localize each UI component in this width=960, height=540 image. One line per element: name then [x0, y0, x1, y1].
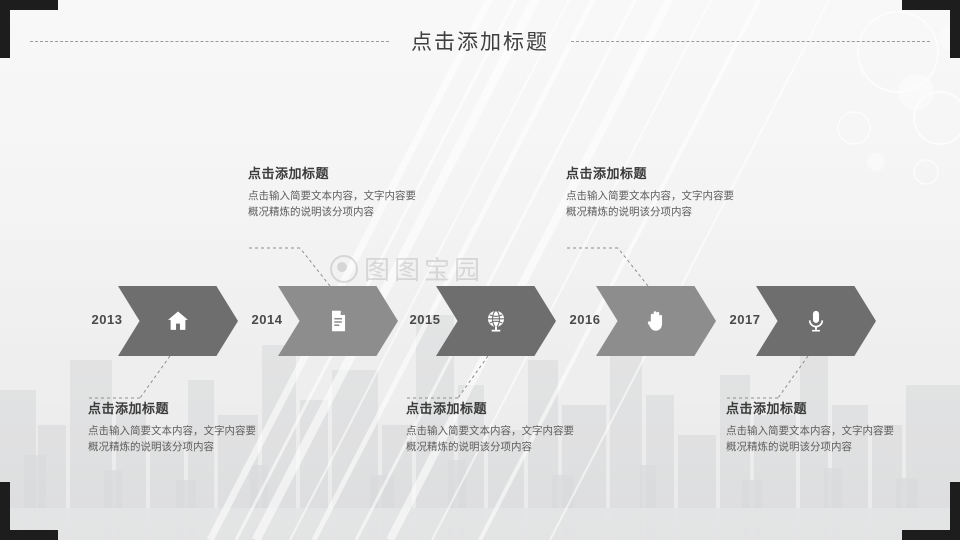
corner-mark-bottom-right-horizontal: [902, 530, 960, 540]
slide-title-row: 点击添加标题: [0, 24, 960, 58]
home-icon: [168, 311, 188, 330]
callout-body: 点击输入简要文本内容，文字内容要概况精炼的说明该分项内容: [726, 425, 894, 454]
callout-2013: 点击添加标题 点击输入简要文本内容，文字内容要概况精炼的说明该分项内容: [88, 398, 256, 456]
corner-mark-bottom-left-vertical: [0, 482, 10, 540]
timeline-year-2013: 2013: [91, 312, 123, 327]
hand-icon: [647, 311, 663, 331]
timeline-year-2016: 2016: [569, 312, 601, 327]
title-rule-right: [571, 40, 930, 42]
callout-heading: 点击添加标题: [88, 401, 170, 416]
title-rule-left: [30, 40, 389, 42]
corner-mark-top-right-vertical: [950, 0, 960, 58]
timeline-year-2017: 2017: [729, 312, 761, 327]
callout-2016: 点击添加标题 点击输入简要文本内容，文字内容要概况精炼的说明该分项内容: [566, 163, 734, 221]
corner-mark-bottom-right-vertical: [950, 482, 960, 540]
callout-2014: 点击添加标题 点击输入简要文本内容，文字内容要概况精炼的说明该分项内容: [248, 163, 416, 221]
corner-mark-bottom-left-horizontal: [0, 530, 58, 540]
timeline-year-2014: 2014: [251, 312, 283, 327]
corner-mark-top-left-horizontal: [0, 0, 58, 10]
callout-body: 点击输入简要文本内容，文字内容要概况精炼的说明该分项内容: [566, 190, 734, 219]
globe-icon: [487, 310, 505, 332]
timeline-chevron-2017[interactable]: [756, 286, 876, 356]
callout-2015: 点击添加标题 点击输入简要文本内容，文字内容要概况精炼的说明该分项内容: [406, 398, 574, 456]
callout-body: 点击输入简要文本内容，文字内容要概况精炼的说明该分项内容: [406, 425, 574, 454]
timeline-chevron-2015[interactable]: [436, 286, 556, 356]
timeline-chevron-2016[interactable]: [596, 286, 716, 356]
timeline-band: 2013 2014 2015: [0, 286, 960, 356]
callout-heading: 点击添加标题: [406, 401, 488, 416]
document-icon: [332, 310, 346, 332]
callout-heading: 点击添加标题: [248, 166, 330, 181]
watermark-logo-icon: [330, 255, 358, 283]
timeline-year-2015: 2015: [409, 312, 441, 327]
timeline-chevron-2013[interactable]: [118, 286, 238, 356]
callout-body: 点击输入简要文本内容，文字内容要概况精炼的说明该分项内容: [88, 425, 256, 454]
page-title: 点击添加标题: [411, 31, 549, 54]
microphone-icon: [808, 310, 824, 332]
watermark-text: 图图宝园: [364, 255, 485, 285]
callout-2017: 点击添加标题 点击输入简要文本内容，文字内容要概况精炼的说明该分项内容: [726, 398, 894, 456]
timeline-chevron-2014[interactable]: [278, 286, 398, 356]
callout-heading: 点击添加标题: [726, 401, 808, 416]
corner-mark-top-left-vertical: [0, 0, 10, 58]
corner-mark-top-right-horizontal: [902, 0, 960, 10]
callout-body: 点击输入简要文本内容，文字内容要概况精炼的说明该分项内容: [248, 190, 416, 219]
callout-heading: 点击添加标题: [566, 166, 648, 181]
watermark: 图图宝园: [330, 250, 484, 287]
